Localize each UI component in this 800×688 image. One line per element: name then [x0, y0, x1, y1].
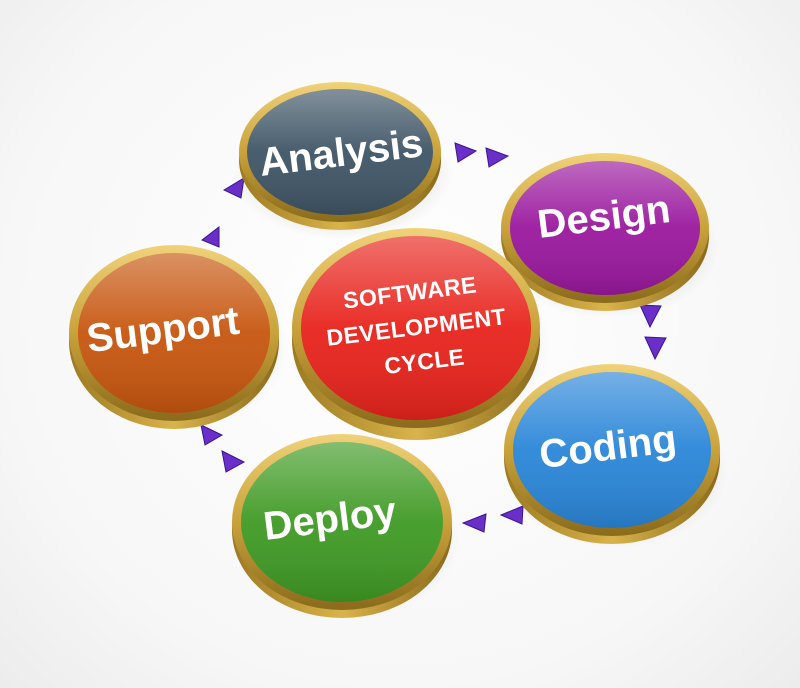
stage-design: Design	[496, 153, 720, 318]
center-node: SOFTWARE DEVELOPMENT CYCLE	[290, 228, 550, 440]
arrow-coding-to-deploy	[461, 505, 524, 533]
stage-deploy: Deploy	[232, 434, 460, 620]
stage-coding: Coding	[504, 364, 728, 548]
stage-support: Support	[68, 245, 288, 429]
stage-analysis: Analysis	[233, 82, 453, 240]
arrow-deploy-to-support	[200, 424, 246, 473]
arrow-analysis-to-design	[454, 142, 510, 168]
